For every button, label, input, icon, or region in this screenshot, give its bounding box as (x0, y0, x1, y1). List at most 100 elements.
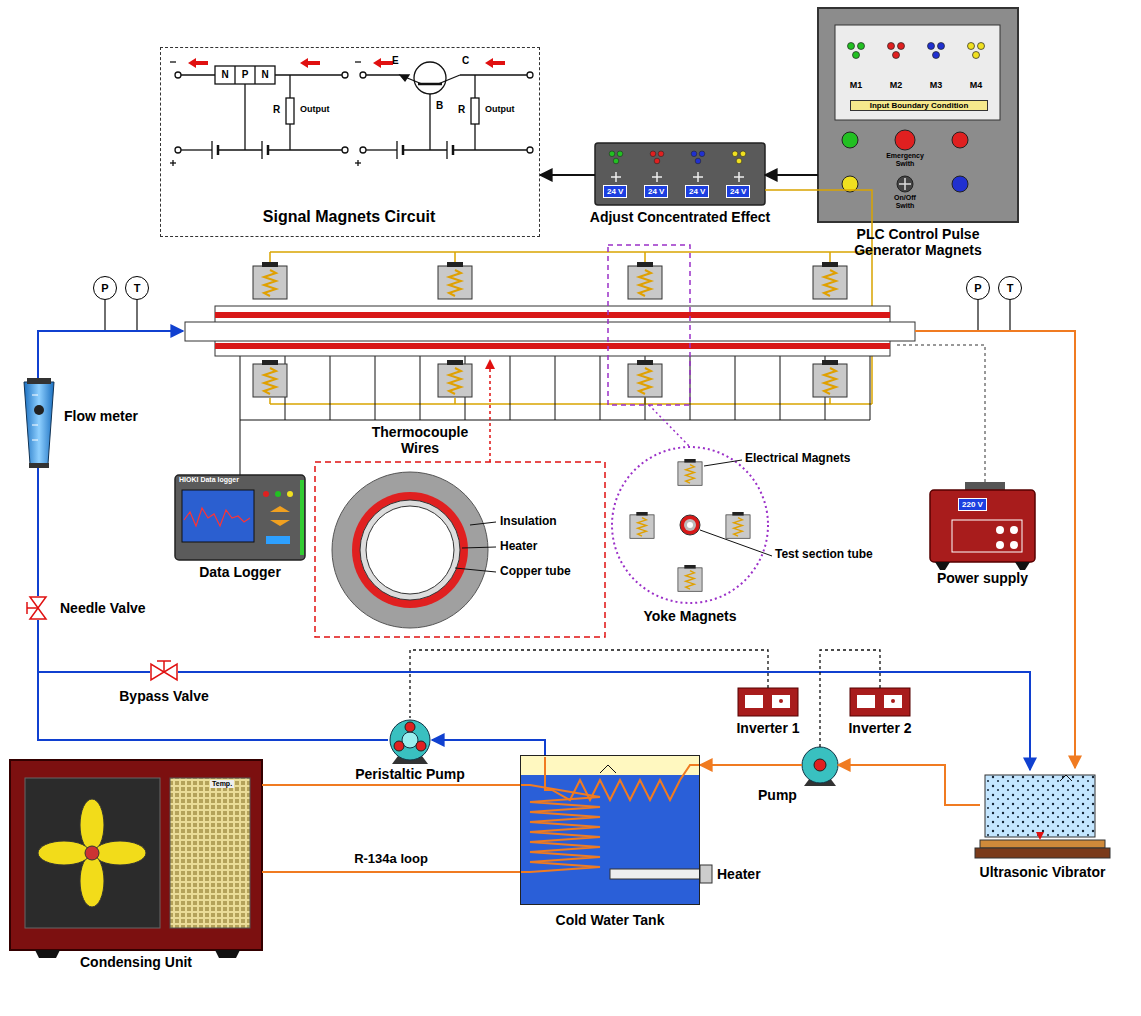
data-logger-drawing (266, 536, 290, 544)
plc-panel: M1M2M3M4Input Boundary ConditionEmergenc… (818, 8, 1018, 222)
node-text: 24 V (603, 185, 627, 198)
test-section-tube (185, 306, 915, 356)
npn-circuit (175, 147, 181, 153)
electrical-magnet (813, 360, 847, 397)
power-supply-drawing (1010, 541, 1018, 549)
tube-section-inset (315, 360, 605, 637)
node-text: T (126, 282, 148, 295)
condensing-unit-drawing (94, 841, 146, 865)
tube-section-inset (352, 492, 468, 608)
power-supply-drawing (930, 490, 1035, 562)
flow-pipe (38, 331, 183, 378)
flow-meter-drawing (32, 395, 38, 440)
temperature-gauge: T (998, 276, 1022, 300)
data-logger-drawing (287, 491, 293, 497)
node-text: Inverter 2 (848, 720, 911, 736)
power-supply-drawing (1015, 562, 1030, 570)
node-text: P (94, 282, 116, 295)
plc-panel-drawing (888, 43, 905, 59)
adjust-box: 24 V24 V24 V24 VAdjust Concentrated Effe… (595, 143, 765, 205)
thermocouple-wire (240, 356, 870, 475)
yoke-magnets-inset (678, 565, 702, 591)
npn-circuit (181, 74, 215, 75)
power-supply-drawing (935, 562, 950, 570)
npn-circuit (217, 145, 220, 155)
data-logger-drawing (275, 491, 281, 497)
node-text: Ultrasonic Vibrator (980, 864, 1106, 880)
node-text: 220 V (958, 498, 987, 511)
temperature-gauge: T (125, 276, 149, 300)
thermocouple-wire (240, 420, 870, 475)
cold-water-tank-drawing (610, 869, 700, 879)
condensing-unit-drawing (85, 846, 99, 860)
thermocouple-wire (420, 356, 421, 420)
inverter-drawing (738, 688, 910, 716)
ultrasonic-vibrator: Ultrasonic Vibrator (980, 770, 1105, 858)
peristaltic-pump: Peristaltic Pump (388, 718, 432, 762)
inverter-drawing (850, 688, 910, 716)
node-text: Pump (758, 787, 797, 803)
edge-label: R-134a loop (351, 851, 431, 866)
node-text: Signal Magnets Circuit (161, 208, 537, 226)
npn-circuit (0, 0, 533, 166)
cold-water-tank: Cold Water Tank (520, 755, 700, 905)
npn-circuit (342, 72, 348, 78)
plc-panel-drawing (899, 178, 911, 190)
npn-circuit (234, 66, 235, 84)
pump-drawing (394, 741, 404, 751)
adjust-box-drawing (732, 151, 746, 164)
data-logger-drawing (184, 508, 250, 526)
power-supply: 220 VPower supply (930, 490, 1035, 562)
thermocouple-wire (780, 356, 781, 420)
node-text: M1 (841, 80, 871, 90)
npn-circuit (254, 66, 255, 84)
test-section-tube (215, 343, 890, 349)
electrical-magnet (438, 360, 472, 397)
pressure-gauge: P (966, 276, 990, 300)
condensing-unit-drawing (10, 760, 262, 950)
data-logger-drawing (270, 506, 290, 512)
flow-meter-drawing (29, 463, 49, 468)
flow-pipe (915, 331, 1075, 768)
data-logger-drawing (175, 475, 305, 560)
yoke-magnets-inset (687, 522, 693, 528)
valve-symbol (27, 602, 38, 614)
connector (262, 871, 520, 873)
flow-meter: Flow meter (22, 378, 56, 468)
npn-circuit (342, 147, 348, 153)
node-text: Needle Valve (60, 600, 146, 616)
flow-pipe (978, 300, 1010, 331)
yoke-magnets-inset (649, 405, 690, 447)
data-logger-drawing (182, 490, 254, 542)
thermocouple-wire (240, 356, 241, 420)
npn-circuit (275, 74, 342, 75)
npn-circuit (175, 72, 181, 78)
part-label: Insulation (500, 515, 557, 529)
plc-panel-drawing (835, 25, 1000, 120)
power-supply-drawing (1010, 526, 1018, 534)
thermocouple-wire (555, 356, 556, 420)
yoke-magnets-inset (630, 512, 654, 538)
node-text: HIOKI Data logger (179, 476, 239, 484)
part-label: Yoke Magnets (590, 608, 790, 624)
flow-meter-drawing (27, 378, 51, 384)
inverter-drawing (738, 688, 798, 716)
electrical-magnet (253, 262, 847, 397)
thermocouple-wire (600, 356, 601, 420)
magnet-wire (765, 190, 872, 404)
condensing-unit-drawing (38, 799, 146, 907)
data-logger-drawing (263, 491, 269, 497)
pressure-gauge: P (93, 276, 117, 300)
part-label: N (255, 69, 275, 81)
valve-symbol (164, 664, 177, 680)
pump-drawing (390, 720, 430, 760)
npn-circuit (268, 149, 342, 150)
plc-panel-drawing (842, 132, 858, 148)
valve-symbol (27, 597, 177, 680)
cold-water-tank-drawing (520, 755, 700, 775)
node-text: 24 V (685, 185, 709, 198)
plc-panel-drawing (897, 176, 913, 192)
part-label: Electrical Magnets (745, 452, 850, 466)
yoke-magnets-inset (680, 515, 700, 535)
connector (700, 764, 802, 766)
